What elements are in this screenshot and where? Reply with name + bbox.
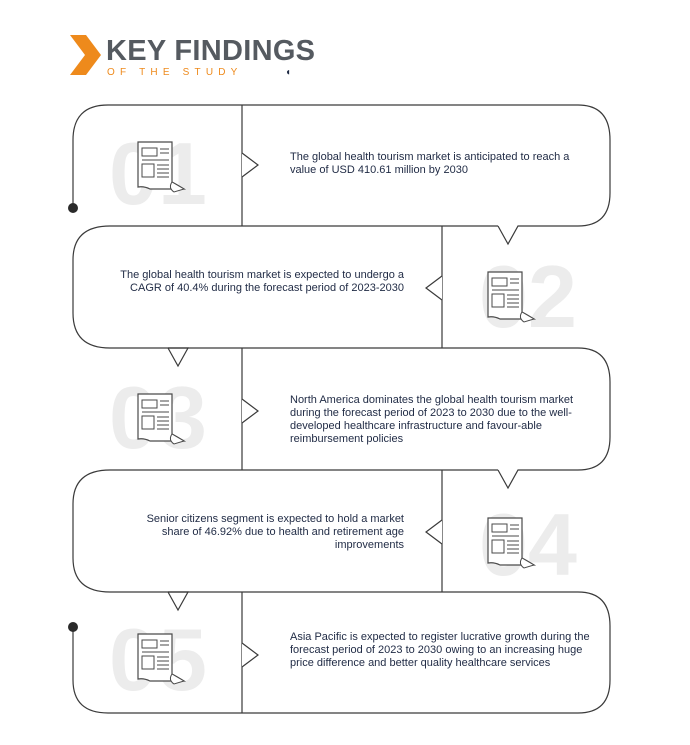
page-subtitle: OF THE STUDY (107, 67, 243, 78)
finding-box-1-outline (72, 104, 611, 246)
page-title: KEY FINDINGS (106, 35, 316, 67)
chevron-right-icon (70, 35, 101, 75)
finding-text-2: The global health tourism market is expe… (120, 269, 404, 294)
finding-text-5: Asia Pacific is expected to register luc… (290, 631, 590, 669)
divider-pointer-5 (241, 642, 259, 668)
finding-box-3-outline (168, 347, 611, 490)
finding-text-3: North America dominates the global healt… (290, 394, 574, 445)
finding-text-1: The global health tourism market is anti… (290, 151, 570, 176)
divider-pointer-2 (425, 275, 443, 301)
divider-pointer-1 (241, 152, 259, 178)
moon-icon: ◖ (285, 67, 292, 78)
start-dot (68, 203, 78, 213)
finding-text-4: Senior citizens segment is expected to h… (146, 513, 404, 551)
header: KEY FINDINGS OF THE STUDY ◖ (68, 32, 368, 82)
divider-pointer-4 (425, 519, 443, 545)
divider-pointer-3 (241, 398, 259, 424)
finding-box-4-outline (72, 469, 498, 612)
finding-box-5-outline (72, 591, 611, 714)
finding-box-2-outline (72, 225, 498, 368)
end-dot (68, 622, 78, 632)
